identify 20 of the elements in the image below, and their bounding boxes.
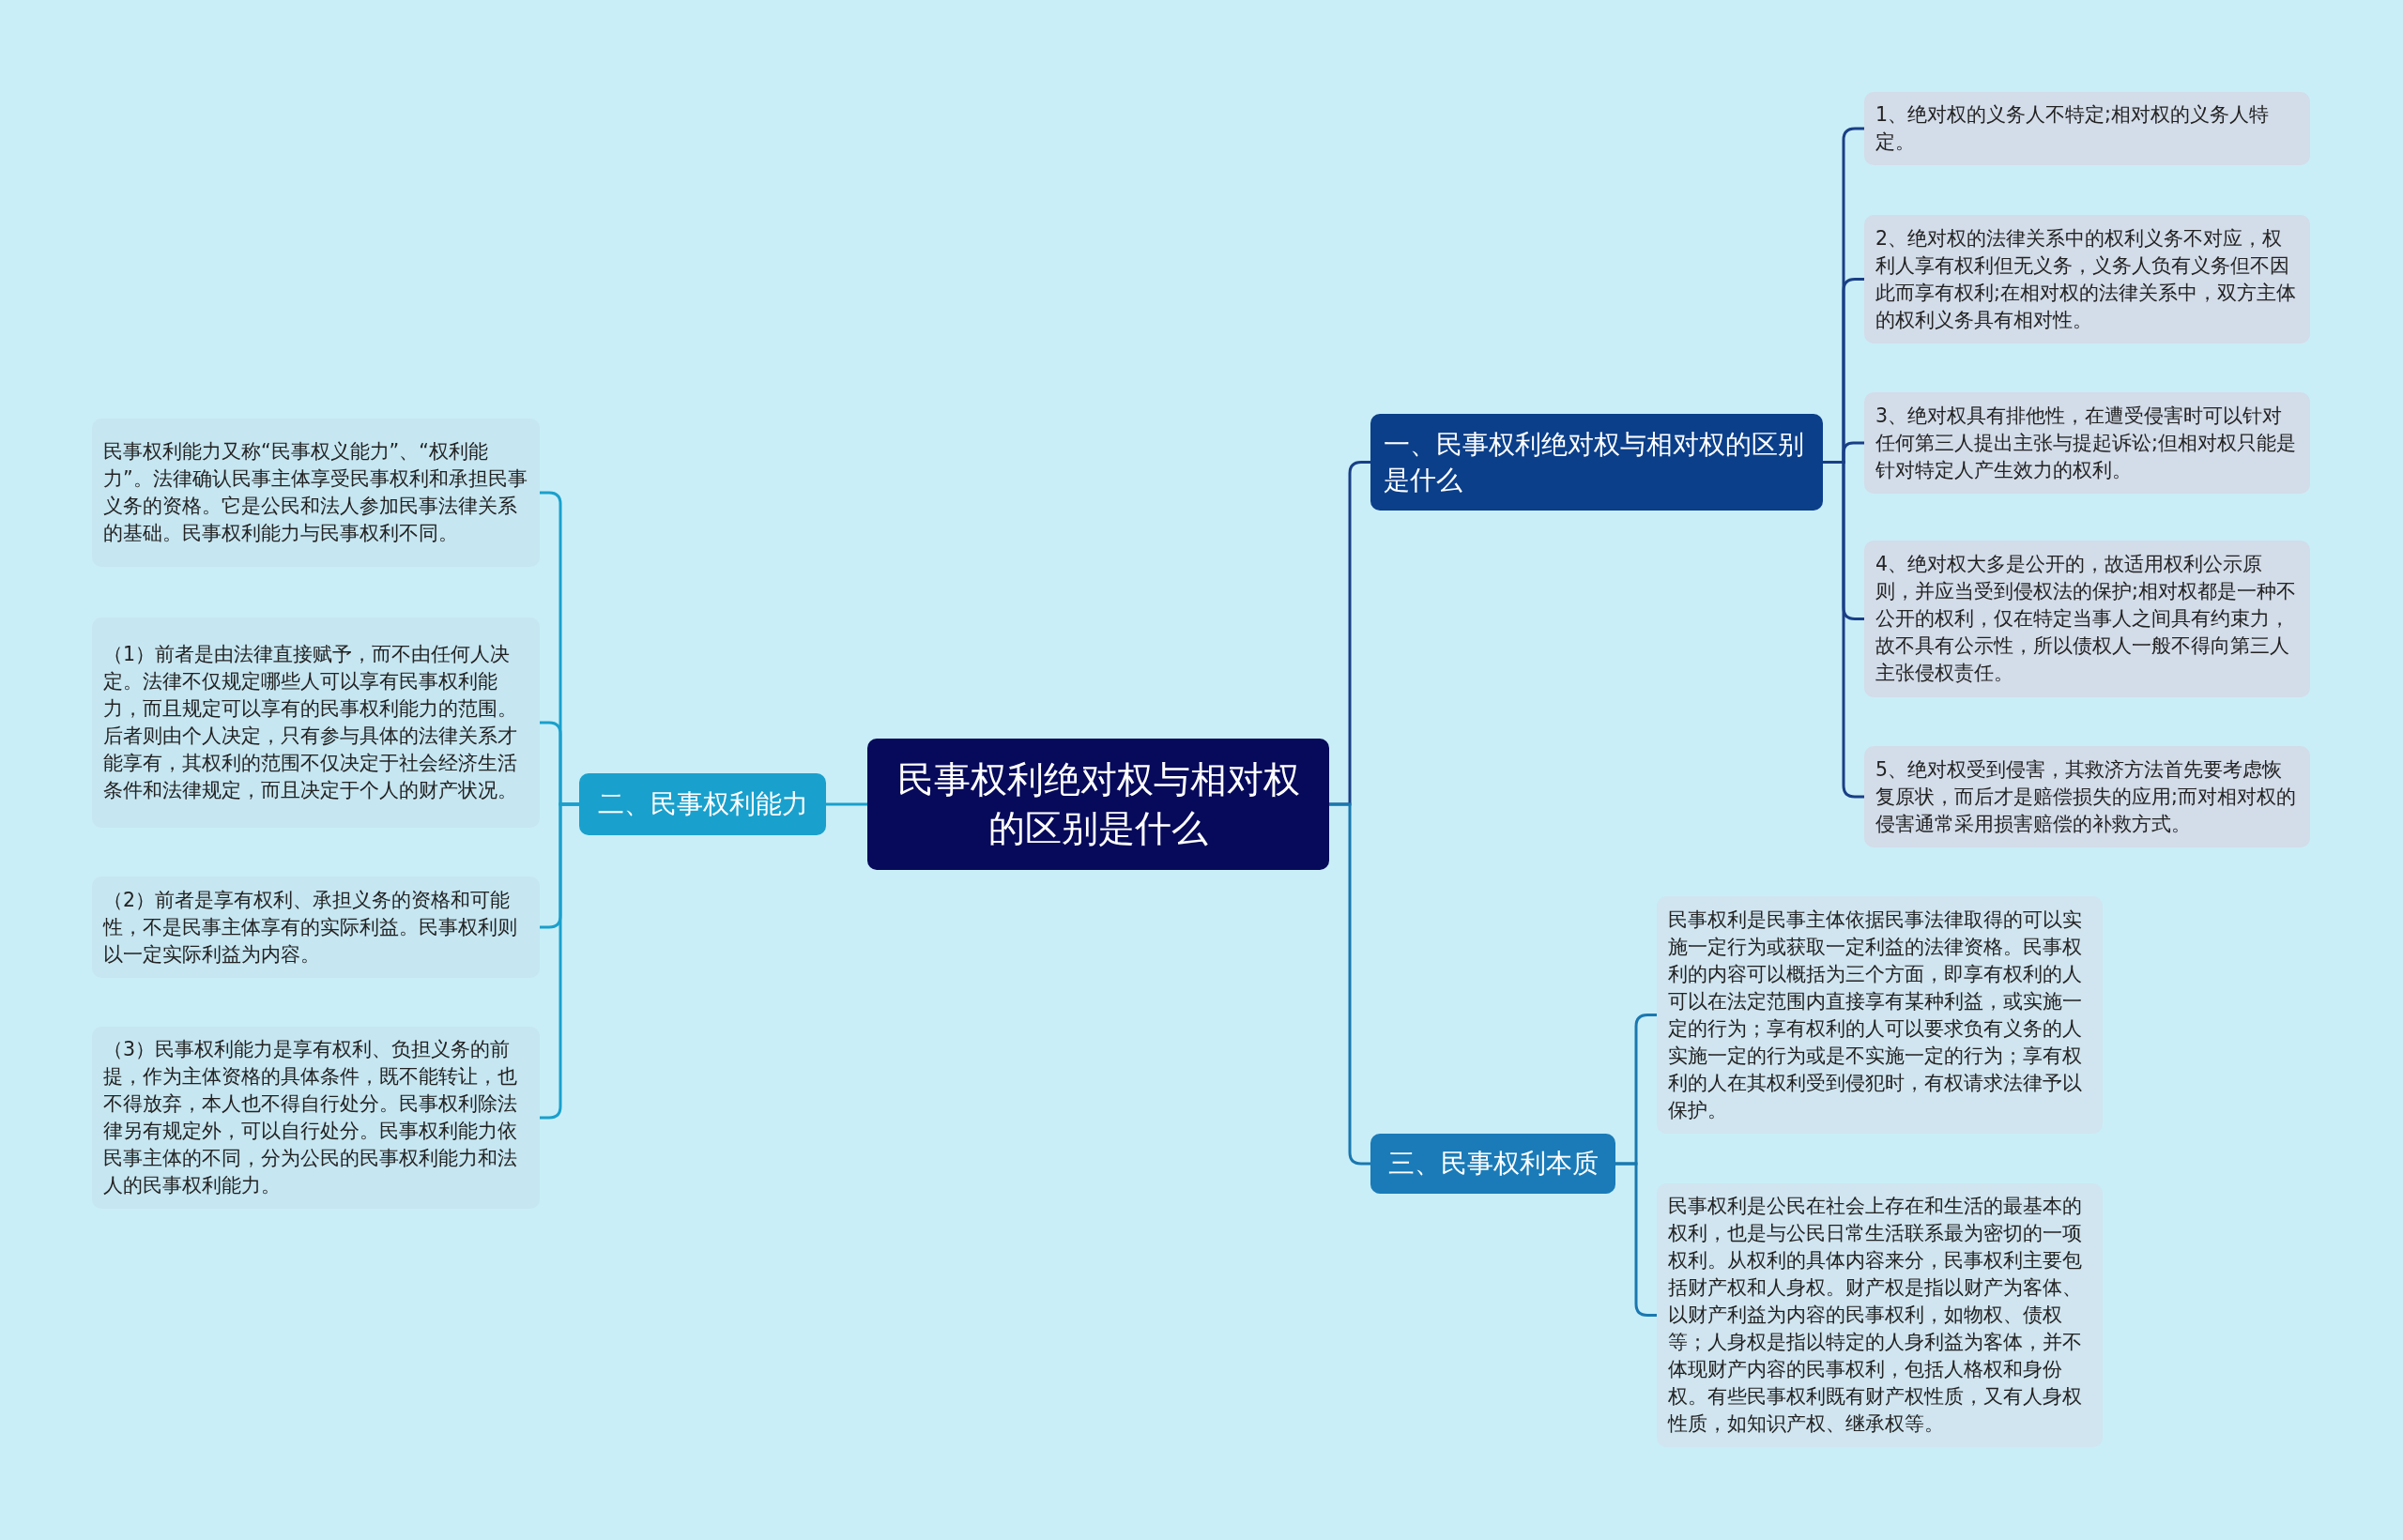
note-box: 1、绝对权的义务人不特定;相对权的义务人特定。	[1864, 92, 2310, 165]
branch-box: 三、民事权利本质	[1370, 1134, 1615, 1194]
note-box: （3）民事权利能力是享有权利、负担义务的前提，作为主体资格的具体条件，既不能转让，也不得放弃，本人也不得自行处分。民事权利除法律另有规定外，可以自行处分。民事权利能力依民事主体的不同，分为公民的民事权利能力和法人的民事权利能力。	[92, 1027, 540, 1209]
note-box: 民事权利是公民在社会上存在和生活的最基本的权利，也是与公民日常生活联系最为密切的一项权利。从权利的具体内容来分，民事权利主要包括财产权和人身权。财产权是指以财产为客体、以财产利益为内容的民事权利，如物权、债权等；人身权是指以特定的人身利益为客体，并不体现财产内容的民事权利，包括人格权和身份权。有些民事权利既有财产权性质，又有人身权性质，如知识产权、继承权等。	[1657, 1183, 2103, 1447]
connector-line	[1615, 1162, 1657, 1317]
connector-line	[1823, 461, 1864, 799]
note-box: 3、绝对权具有排他性，在遭受侵害时可以针对任何第三人提出主张与提起诉讼;但相对权只能是针对特定人产生效力的权利。	[1864, 392, 2310, 494]
connector-line	[540, 802, 579, 1120]
connector-line	[1329, 802, 1370, 1166]
note-box: 民事权利是民事主体依据民事法律取得的可以实施一定行为或获取一定利益的法律资格。民事权利的内容可以概括为三个方面，即享有权利的人可以在法定范围内直接享有某种利益，或实施一定的行为；享有权利的人可以要求负有义务的人实施一定的行为或是不实施一定的行为；享有权利的人在其权利受到侵犯时，有权请求法律予以保护。	[1657, 896, 2103, 1134]
note-box: 2、绝对权的法律关系中的权利义务不对应，权利人享有权利但无义务，义务人负有义务但不因此而享有权利;在相对权的法律关系中，双方主体的权利义务具有相对性。	[1864, 215, 2310, 343]
note-box: （1）前者是由法律直接赋予，而不由任何人决定。法律不仅规定哪些人可以享有民事权利能力，而且规定可以享有的民事权利能力的范围。后者则由个人决定，只有参与具体的法律关系才能享有，其权利的范围不仅决定于社会经济生活条件和法律规定，而且决定于个人的财产状况。	[92, 618, 540, 828]
note-box: 5、绝对权受到侵害，其救济方法首先要考虑恢复原状，而后才是赔偿损失的应用;而对相对权的侵害通常采用损害赔偿的补救方式。	[1864, 746, 2310, 847]
note-box: 民事权利能力又称“民事权义能力”、“权利能力”。法律确认民事主体享受民事权利和承担民事义务的资格。它是公民和法人参加民事法律关系的基础。民事权利能力与民事权利不同。	[92, 419, 540, 567]
note-box: （2）前者是享有权利、承担义务的资格和可能性，不是民事主体享有的实际利益。民事权利则以一定实际利益为内容。	[92, 877, 540, 978]
note-box: 4、绝对权大多是公开的，故适用权利公示原则，并应当受到侵权法的保护;相对权都是一种不公开的权利，仅在特定当事人之间具有约束力，故不具有公示性，所以债权人一般不得向第三人主张侵权责任。	[1864, 541, 2310, 697]
connector-line	[826, 802, 867, 806]
topic-box: 民事权利绝对权与相对权的区别是什么	[867, 739, 1329, 870]
branch-box: 一、民事权利绝对权与相对权的区别是什么	[1370, 414, 1823, 511]
branch-box: 二、民事权利能力	[579, 773, 826, 835]
